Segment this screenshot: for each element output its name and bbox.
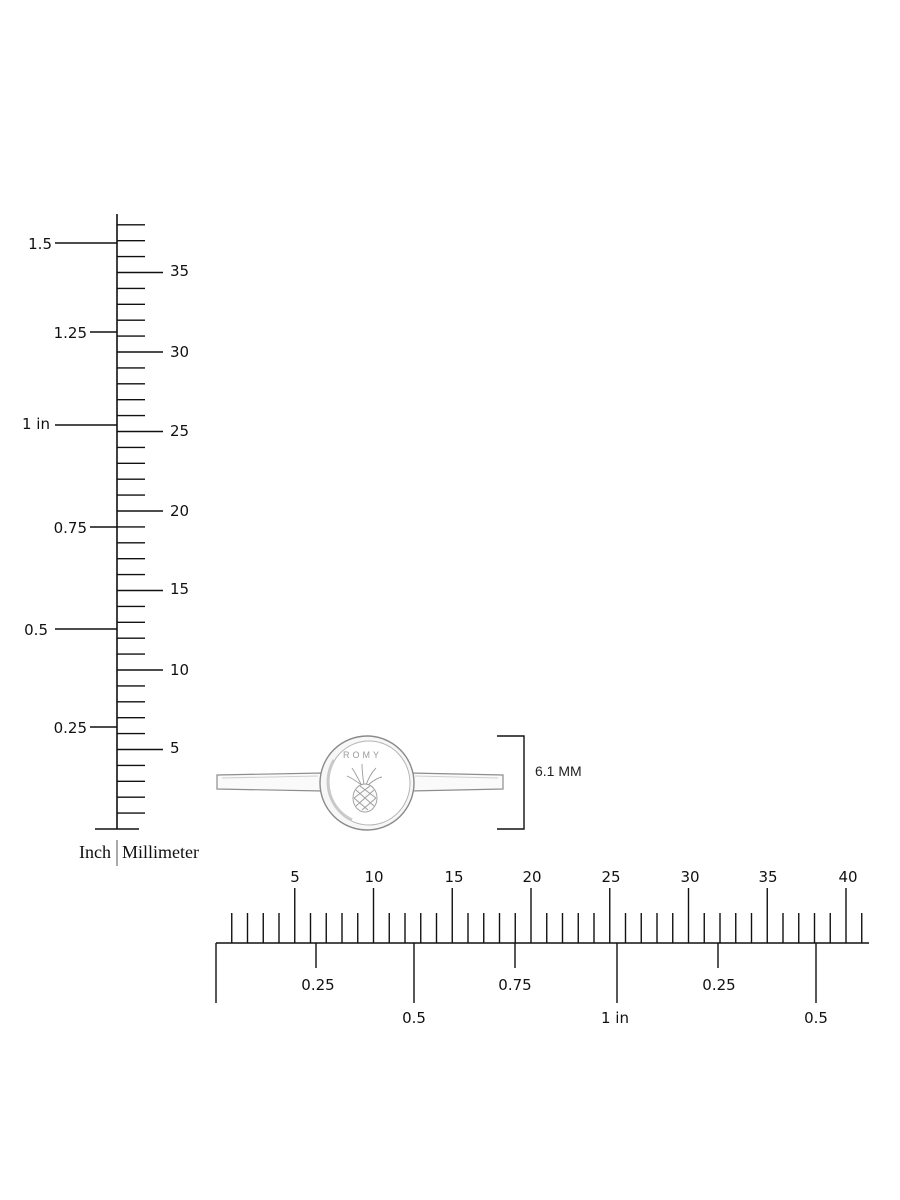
v-inch-label-0-25: 0.25 xyxy=(54,719,87,737)
inch-unit-label: Inch xyxy=(79,842,111,862)
h-mm-label-40: 40 xyxy=(838,868,857,886)
h-inch-label-1-5: 0.5 xyxy=(804,1009,828,1027)
h-mm-label-25: 25 xyxy=(601,868,620,886)
h-mm-label-30: 30 xyxy=(680,868,699,886)
v-inch-label-0-5: 0.5 xyxy=(24,621,48,639)
v-mm-label-20: 20 xyxy=(170,502,189,520)
horizontal-inch-ticks xyxy=(215,943,817,1003)
ring-engraving-text: ROMY xyxy=(343,750,382,760)
h-mm-label-20: 20 xyxy=(522,868,541,886)
v-mm-label-30: 30 xyxy=(170,343,189,361)
h-mm-label-35: 35 xyxy=(758,868,777,886)
ring-band-right xyxy=(409,772,504,792)
mm-unit-label: Millimeter xyxy=(122,842,199,862)
h-inch-label-1-25: 0.25 xyxy=(702,976,735,994)
h-inch-label-1: 1 in xyxy=(601,1009,629,1027)
ring-disc-rim-shadow xyxy=(326,759,353,822)
vertical-inch-ticks xyxy=(55,242,117,728)
v-inch-label-1-5: 1.5 xyxy=(28,235,52,253)
horizontal-ruler: 5 10 15 20 25 30 35 40 0.25 0.5 0.75 1 i… xyxy=(215,868,869,1027)
h-mm-label-10: 10 xyxy=(364,868,383,886)
pineapple-icon xyxy=(346,763,383,813)
h-mm-label-5: 5 xyxy=(290,868,300,886)
v-mm-label-15: 15 xyxy=(170,580,189,598)
height-dimension-bracket xyxy=(497,735,525,830)
v-mm-label-5: 5 xyxy=(170,739,180,757)
v-mm-label-25: 25 xyxy=(170,422,189,440)
vertical-mm-ticks xyxy=(117,224,163,814)
v-mm-label-35: 35 xyxy=(170,262,189,280)
h-inch-label-0-25: 0.25 xyxy=(301,976,334,994)
ring-band-highlight xyxy=(221,775,319,779)
ring-band xyxy=(216,772,324,792)
ring-illustration: ROMY xyxy=(216,735,504,831)
v-mm-label-10: 10 xyxy=(170,661,189,679)
height-dimension-label: 6.1 MM xyxy=(535,763,582,779)
horizontal-mm-ticks xyxy=(231,888,863,943)
h-inch-label-0-5: 0.5 xyxy=(402,1009,426,1027)
height-dimension: 6.1 MM xyxy=(497,735,582,830)
h-inch-label-0-75: 0.75 xyxy=(498,976,531,994)
ring-band-highlight-right xyxy=(414,775,499,779)
h-mm-label-15: 15 xyxy=(444,868,463,886)
v-inch-label-1-25: 1.25 xyxy=(54,324,87,342)
vertical-ruler: 5 10 15 20 25 30 35 0.25 0.5 0.75 1 in 1… xyxy=(22,214,199,866)
v-inch-label-0-75: 0.75 xyxy=(54,519,87,537)
v-inch-label-1: 1 in xyxy=(22,415,50,433)
